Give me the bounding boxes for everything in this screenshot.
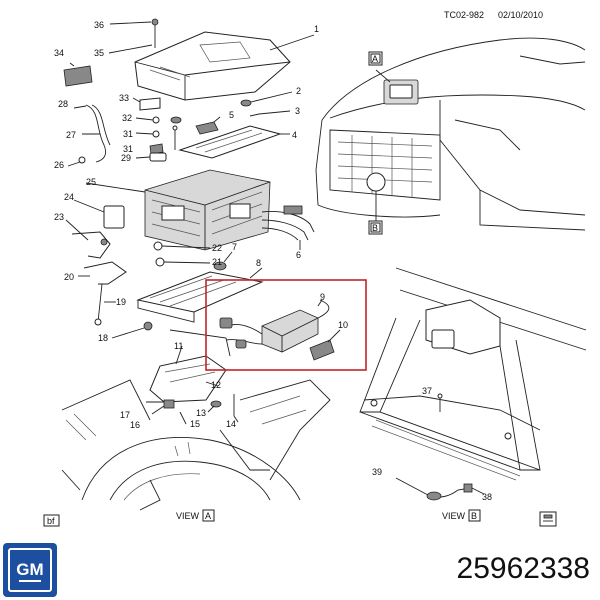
callout-32: 32 [122, 113, 132, 123]
callout-25: 25 [86, 177, 96, 187]
callout-24: 24 [64, 192, 74, 202]
support-11 [149, 345, 227, 403]
view-marker-a: A [372, 54, 378, 64]
support-12 [169, 329, 231, 387]
pin-3 [172, 110, 291, 150]
gm-logo-mark: GM [8, 548, 52, 592]
callout-21: 21 [212, 257, 222, 267]
clip-30 [149, 143, 164, 155]
highlight-frame [205, 279, 367, 371]
fastener-18 [111, 321, 153, 339]
view-marker-b: B [372, 223, 378, 233]
grommets-2 [170, 91, 293, 124]
callout-23: 23 [54, 212, 64, 222]
bracket-23 [65, 219, 111, 259]
fastener-7 [213, 251, 233, 271]
engine-control-module [85, 169, 271, 251]
callout-30: 31 [123, 144, 133, 154]
wheel-well-illustration [61, 379, 331, 511]
connector-29 [135, 152, 167, 162]
callout-33: 33 [119, 93, 129, 103]
callout-11: 11 [174, 341, 183, 351]
truck-front-illustration [315, 37, 586, 235]
fuel-pump-control-module [219, 299, 330, 353]
nut-13 [207, 400, 222, 413]
callout-15: 15 [190, 419, 200, 429]
callout-26: 26 [54, 160, 64, 170]
callout-36: 36 [94, 20, 104, 30]
callout-7: 7 [232, 242, 237, 252]
clip-22 [153, 241, 211, 251]
gm-logo: GM [3, 543, 57, 597]
view-b-caption: VIEW [442, 511, 466, 521]
callout-6: 6 [296, 250, 301, 260]
part-number: 25962338 [456, 552, 590, 585]
callout-35: 35 [94, 48, 104, 58]
bolt-14 [233, 394, 239, 423]
panel-4 [178, 125, 290, 159]
view-b-letter: B [471, 511, 477, 521]
harness-38-39 [395, 477, 485, 501]
callout-9: 9 [320, 292, 325, 302]
callout-17: 17 [120, 410, 130, 420]
callout-2: 2 [296, 86, 301, 96]
view-a-caption: VIEW [176, 511, 200, 521]
connector-24 [73, 199, 125, 229]
diagram-date: 02/10/2010 [498, 10, 543, 20]
callout-39: 39 [372, 467, 382, 477]
callout-5: 5 [229, 110, 234, 120]
tray-8 [136, 267, 264, 323]
engine-cover [134, 31, 315, 101]
callout-18: 18 [98, 333, 108, 343]
callout-34: 34 [54, 48, 64, 58]
printer-icon [539, 511, 557, 527]
fasteners-16-17 [146, 399, 175, 415]
callout-4: 4 [292, 130, 297, 140]
callout-16: 16 [130, 420, 140, 430]
callout-8: 8 [256, 258, 261, 268]
bolt-36 [109, 18, 159, 48]
label-10 [309, 329, 341, 361]
callout-12: 12 [211, 380, 221, 390]
callout-27: 27 [66, 130, 76, 140]
callout-28: 28 [58, 99, 68, 109]
callout-31: 31 [123, 129, 133, 139]
callout-29: 29 [121, 153, 131, 163]
callout-19: 19 [116, 297, 126, 307]
gm-logo-text: GM [16, 560, 44, 579]
harness-6 [261, 205, 315, 250]
callout-20: 20 [64, 272, 74, 282]
callout-38: 38 [482, 492, 492, 502]
small-parts-31-32 [135, 116, 160, 138]
bracket-5 [195, 116, 221, 135]
bolt-15 [179, 411, 187, 425]
diagram-code: TC02-982 [444, 10, 484, 20]
view-a-letter: A [205, 511, 211, 521]
callout-22: 22 [212, 243, 222, 253]
callout-3: 3 [295, 106, 300, 116]
callout-13: 13 [196, 408, 206, 418]
callout-10: 10 [338, 320, 348, 330]
gm-logo-underline [19, 580, 41, 582]
callout-14: 14 [226, 419, 236, 429]
frame-illustration [359, 267, 587, 481]
bracket-33 [132, 97, 161, 111]
hose-27-28 [67, 104, 111, 167]
clip-21 [155, 257, 211, 267]
corner-tag: bf [47, 516, 55, 526]
label-34 [63, 62, 93, 87]
callout-37: 37 [422, 386, 432, 396]
bracket-20-19 [78, 261, 127, 326]
callout-1: 1 [314, 24, 319, 34]
